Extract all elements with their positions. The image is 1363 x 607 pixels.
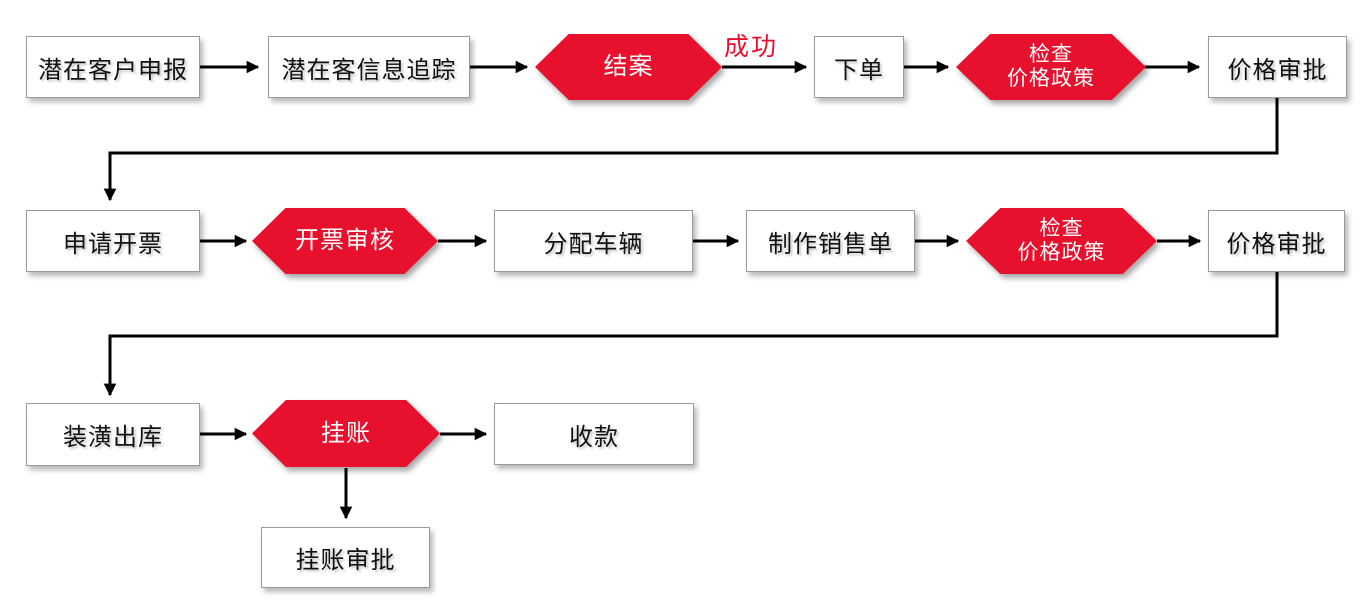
node-price-approval-2: 价格审批 bbox=[1208, 210, 1345, 272]
node-check-price-policy-2: 检查 价格政策 bbox=[966, 208, 1157, 274]
node-invoice-request: 申请开票 bbox=[26, 210, 200, 272]
edge-label-success: 成功 bbox=[724, 33, 779, 61]
node-create-sales-order: 制作销售单 bbox=[746, 210, 915, 272]
node-case-closing-decision: 结案 bbox=[535, 34, 722, 100]
node-check-price-policy-1: 检查 价格政策 bbox=[956, 34, 1146, 100]
invoice-review-label: 开票审核 bbox=[252, 208, 438, 274]
node-invoice-review-decision: 开票审核 bbox=[252, 208, 438, 274]
node-place-order: 下单 bbox=[814, 36, 904, 98]
edge-approval1-to-invoicereq bbox=[103, 98, 1279, 202]
node-credit-booking-decision: 挂账 bbox=[252, 400, 440, 467]
node-price-approval-1: 价格审批 bbox=[1208, 36, 1347, 98]
node-assign-vehicle: 分配车辆 bbox=[494, 210, 693, 272]
edge-approval2-to-outbound bbox=[103, 272, 1279, 397]
check-price-policy-2-label: 检查 价格政策 bbox=[966, 208, 1157, 274]
credit-booking-label: 挂账 bbox=[252, 400, 440, 467]
case-closing-label: 结案 bbox=[535, 34, 722, 100]
node-decoration-outbound: 装潢出库 bbox=[26, 403, 200, 466]
check-price-policy-1-label: 检查 价格政策 bbox=[956, 34, 1146, 100]
node-prospect-customer-declaration: 潜在客户申报 bbox=[26, 36, 200, 98]
node-payment-collection: 收款 bbox=[494, 403, 694, 465]
node-credit-approval: 挂账审批 bbox=[261, 527, 430, 588]
node-prospect-info-tracking: 潜在客信息追踪 bbox=[268, 36, 470, 98]
